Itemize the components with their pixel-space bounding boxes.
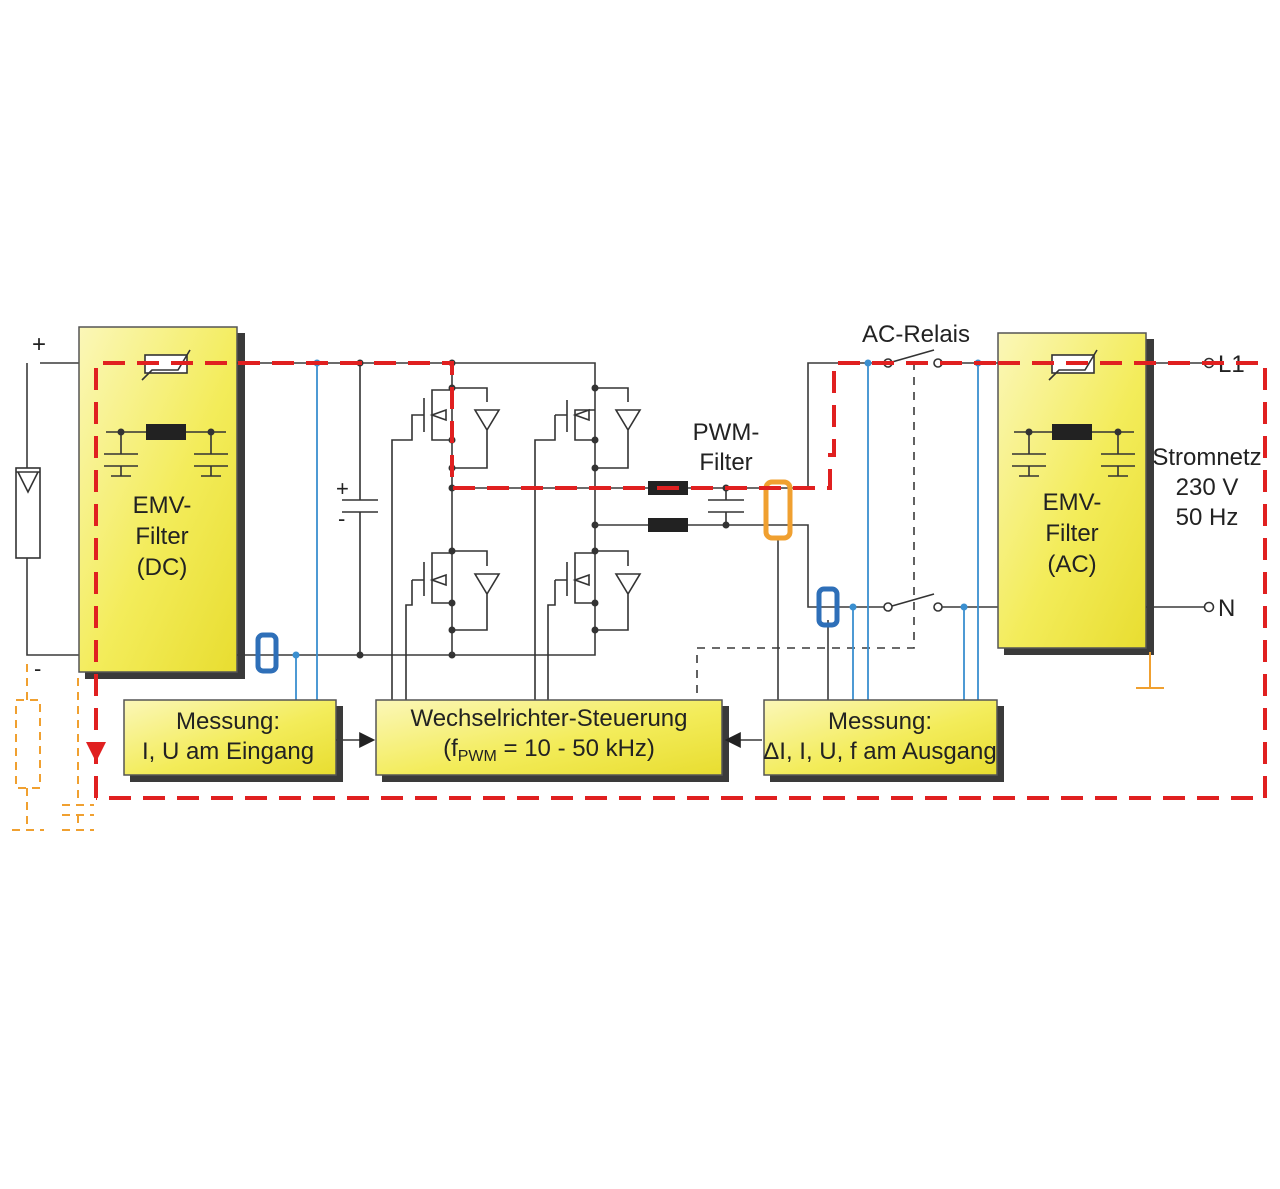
ctrl-line-2: (fPWM = 10 - 50 kHz) bbox=[443, 735, 655, 765]
cap-plus-label: + bbox=[336, 476, 349, 501]
inverter-control-box: Wechselrichter-Steuerung (fPWM = 10 - 50… bbox=[375, 699, 729, 782]
dc-input-source: + - bbox=[12, 331, 94, 831]
emv-filter-dc: EMV- Filter (DC) bbox=[78, 326, 245, 679]
emv-filter-ac: EMV- Filter (AC) bbox=[997, 332, 1154, 655]
ac-relay-label: AC-Relais bbox=[862, 321, 970, 348]
ac-relay: AC-Relais bbox=[696, 321, 998, 700]
pv-module-icon bbox=[15, 467, 41, 559]
measurement-output-box: Messung: ΔI, I, U, f am Ausgang bbox=[763, 699, 1004, 782]
pwm-filter-title-2: Filter bbox=[699, 449, 752, 476]
pwm-filter-title-1: PWM- bbox=[693, 419, 760, 446]
current-sensor-dc-icon bbox=[255, 632, 279, 674]
n-terminal-label: N bbox=[1218, 595, 1235, 622]
inductor-ac-icon bbox=[1052, 424, 1092, 440]
ctrl-line-1: Wechselrichter-Steuerung bbox=[410, 705, 687, 732]
h-bridge-right-leg bbox=[534, 384, 642, 700]
pwm-filter: PWM- Filter bbox=[452, 362, 888, 608]
current-sensor-ac-icon bbox=[816, 586, 840, 628]
emv-dc-title-1: EMV- bbox=[133, 492, 192, 519]
emv-dc-title-2: Filter bbox=[135, 523, 188, 550]
output-measurement-wiring bbox=[777, 359, 982, 700]
grid-label-2: 230 V bbox=[1176, 474, 1239, 501]
emv-ac-title-1: EMV- bbox=[1043, 489, 1102, 516]
mess-out-line-2: ΔI, I, U, f am Ausgang bbox=[763, 738, 996, 765]
h-bridge-left-leg bbox=[391, 363, 501, 700]
grid-connection: L1 N Stromnetz 230 V 50 Hz bbox=[1136, 351, 1262, 689]
emv-ac-title-3: (AC) bbox=[1047, 551, 1096, 578]
pwm-inductor-2-icon bbox=[648, 518, 688, 532]
grid-label-1: Stromnetz bbox=[1152, 444, 1261, 471]
emv-dc-title-3: (DC) bbox=[137, 554, 188, 581]
emv-ac-title-2: Filter bbox=[1045, 520, 1098, 547]
fault-current-path bbox=[86, 361, 1267, 800]
dc-bus-wiring: + - bbox=[237, 359, 596, 700]
fault-arrow-icon bbox=[86, 742, 106, 762]
mess-in-line-1: Messung: bbox=[176, 708, 280, 735]
mess-out-line-1: Messung: bbox=[828, 708, 932, 735]
current-sensor-residual-icon bbox=[763, 479, 793, 541]
grid-label-3: 50 Hz bbox=[1176, 504, 1239, 531]
inductor-dc-icon bbox=[146, 424, 186, 440]
dc-minus-label: - bbox=[34, 656, 41, 681]
measurement-input-box: Messung: I, U am Eingang bbox=[123, 699, 343, 782]
cap-minus-label: - bbox=[338, 506, 345, 531]
dc-plus-label: + bbox=[32, 331, 46, 358]
mess-in-line-2: I, U am Eingang bbox=[142, 738, 314, 765]
